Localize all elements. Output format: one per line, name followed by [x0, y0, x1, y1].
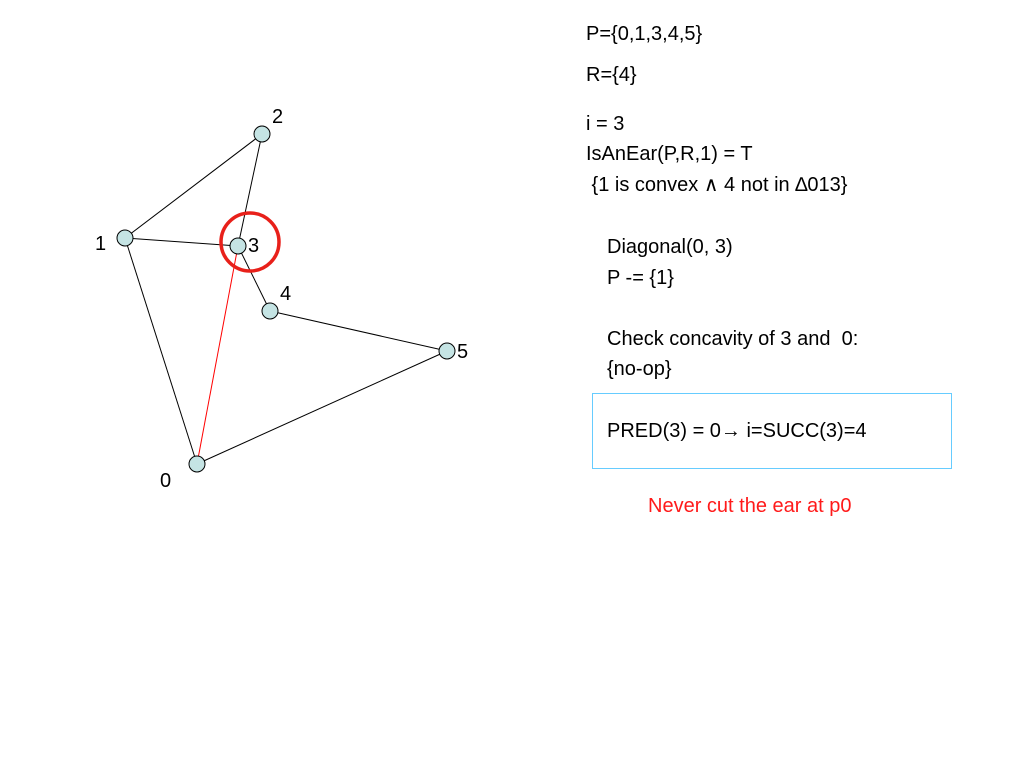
- highlight-ring-vertex-3: [219, 211, 281, 273]
- is-an-ear-text: IsAnEar(P,R,1) = T: [586, 143, 753, 165]
- edge-1-3: [124, 237, 239, 247]
- p-update-text: P -= {1}: [607, 267, 674, 289]
- edge-3-4: [237, 245, 271, 312]
- edge-4-5: [269, 310, 448, 352]
- vertex-5: [438, 342, 456, 360]
- vertex-labels: 0 1 2 3 4 5: [95, 106, 468, 492]
- vertex-label-3: 3: [248, 235, 259, 257]
- vertex-label-5: 5: [457, 341, 468, 363]
- edge-5-0: [196, 350, 448, 465]
- edge-0-1: [124, 237, 198, 465]
- pred-succ-text: PRED(3) = 0→ i=SUCC(3)=4: [607, 420, 867, 442]
- diagonal-text: Diagonal(0, 3): [607, 236, 733, 258]
- i-value-text: i = 3: [586, 113, 625, 135]
- vertex-label-2: 2: [272, 106, 283, 128]
- result-box: [592, 393, 952, 469]
- vertex-4: [261, 302, 279, 320]
- check-concavity-text: Check concavity of 3 and 0:: [607, 328, 859, 350]
- p-set-text: P={0,1,3,4,5}: [586, 23, 703, 45]
- vertex-label-0: 0: [160, 470, 171, 492]
- condition-text: {1 is convex ∧ 4 not in ∆013}: [586, 174, 848, 196]
- polygon-edges: [124, 133, 448, 465]
- note-text: Never cut the ear at p0: [648, 495, 852, 517]
- vertex-label-4: 4: [280, 283, 291, 305]
- r-set-text: R={4}: [586, 64, 637, 86]
- vertex-1: [116, 229, 134, 247]
- edge-2-3: [237, 133, 263, 247]
- edge-1-2: [124, 133, 263, 239]
- polygon-vertices: [116, 125, 456, 473]
- vertex-2: [253, 125, 271, 143]
- no-op-text: {no-op}: [607, 358, 672, 380]
- vertex-0: [188, 455, 206, 473]
- diagonal-edge-0-3: [196, 245, 239, 465]
- vertex-label-1: 1: [95, 233, 106, 255]
- vertex-3: [229, 237, 247, 255]
